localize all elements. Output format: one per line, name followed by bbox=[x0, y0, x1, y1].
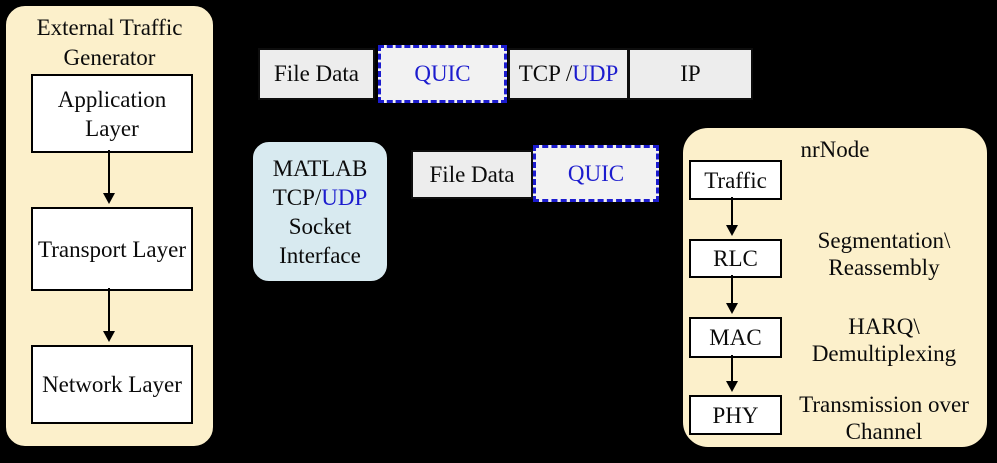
arrow-line bbox=[659, 175, 680, 177]
matlab-line1: MATLAB bbox=[272, 155, 368, 181]
top-stack-tcp-udp-box: TCP /UDP bbox=[508, 48, 629, 100]
top-stack-file-data-box: File Data bbox=[258, 48, 375, 100]
top-stack-ip-box: IP bbox=[628, 48, 753, 100]
arrow-line bbox=[731, 355, 733, 382]
phy-annotation-line1: Transmission over bbox=[799, 392, 969, 417]
transport-layer-box: Transport Layer bbox=[31, 207, 193, 291]
matlab-line4: Interface bbox=[279, 242, 361, 268]
external-generator-title: External Traffic Generator bbox=[6, 13, 213, 73]
rlc-annotation: Segmentation\ Reassembly bbox=[781, 227, 987, 281]
arrow-line bbox=[731, 275, 733, 304]
phy-annotation-line2: Channel bbox=[845, 419, 923, 444]
external-traffic-generator-panel: External Traffic Generator Application L… bbox=[3, 3, 216, 449]
phy-annotation: Transmission over Channel bbox=[781, 391, 987, 445]
top-stack-quic-box: QUIC bbox=[378, 45, 507, 103]
arrow-down-icon bbox=[726, 225, 738, 236]
nrnode-panel: nrNode Traffic RLC MAC PHY Segmentation\… bbox=[680, 125, 990, 450]
arrow-line bbox=[731, 197, 733, 226]
application-layer-box: Application Layer bbox=[31, 74, 193, 153]
matlab-socket-interface-box: MATLAB TCP/UDP Socket Interface bbox=[251, 140, 389, 283]
mac-annotation: HARQ\ Demultiplexing bbox=[781, 313, 987, 367]
arrow-down-icon bbox=[103, 331, 115, 342]
matlab-udp-label: UDP bbox=[321, 184, 368, 210]
traffic-block: Traffic bbox=[689, 160, 782, 200]
arrow-down-icon bbox=[726, 381, 738, 392]
matlab-tcp-label: TCP/ bbox=[272, 184, 322, 210]
mid-stack-quic-box: QUIC bbox=[533, 145, 659, 202]
external-generator-title-line1: External Traffic bbox=[36, 15, 183, 40]
rlc-annotation-line2: Reassembly bbox=[828, 255, 940, 280]
arrow-line bbox=[108, 150, 110, 194]
matlab-line2: TCP/UDP bbox=[273, 183, 368, 212]
external-generator-title-line2: Generator bbox=[63, 45, 156, 70]
rlc-annotation-line1: Segmentation\ bbox=[817, 228, 951, 253]
mac-annotation-line1: HARQ\ bbox=[848, 314, 920, 339]
mac-block: MAC bbox=[689, 317, 782, 358]
rlc-block: RLC bbox=[689, 239, 782, 278]
udp-label: UDP bbox=[572, 61, 619, 86]
nrnode-title: nrNode bbox=[800, 137, 870, 162]
arrow-line bbox=[108, 288, 110, 332]
mac-annotation-line2: Demultiplexing bbox=[811, 341, 957, 366]
arrow-down-icon bbox=[726, 303, 738, 314]
matlab-line3: Socket bbox=[288, 213, 352, 239]
phy-block: PHY bbox=[689, 395, 782, 435]
arrow-down-icon bbox=[103, 193, 115, 204]
tcp-label: TCP / bbox=[518, 61, 573, 86]
network-layer-box: Network Layer bbox=[31, 345, 193, 424]
mid-stack-file-data-box: File Data bbox=[411, 150, 533, 199]
